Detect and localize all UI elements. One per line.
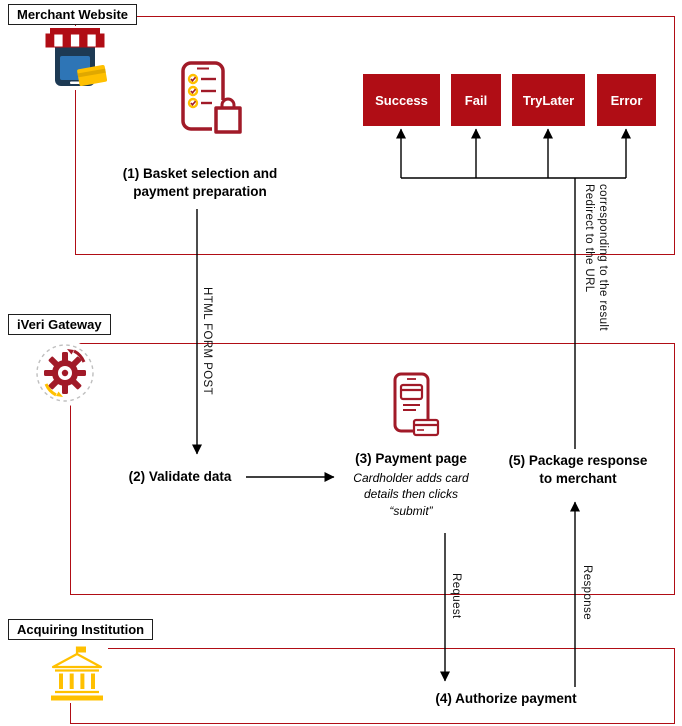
redirect-label: Redirect to the URL corresponding to the… (582, 184, 610, 331)
gear-icon (32, 340, 98, 406)
step4-authorize-payment: (4) Authorize payment (435, 691, 577, 706)
step3-payment-page: (3) Payment page Cardholder adds card de… (342, 450, 480, 520)
merchant-website-label: Merchant Website (8, 4, 138, 25)
step3-subtitle: Cardholder adds card details then clicks… (353, 470, 469, 519)
acquiring-institution-label: Acquiring Institution (8, 619, 154, 640)
response-label: Response (581, 565, 593, 620)
merchant-website-section (75, 16, 675, 255)
step2-validate-data: (2) Validate data (128, 469, 232, 484)
checkout-phone-icon (172, 60, 250, 140)
redirect-label-line1: Redirect to the URL (583, 184, 595, 293)
iveri-gateway-label: iVeri Gateway (8, 314, 111, 335)
step3-title: (3) Payment page (355, 451, 467, 466)
iveri-gateway-section (70, 343, 675, 595)
html-form-post-label: HTML FORM POST (201, 287, 213, 396)
result-box-error: Error (597, 74, 656, 126)
request-label: Request (450, 573, 462, 619)
redirect-spine (401, 177, 626, 449)
storefront-icon (40, 26, 110, 90)
result-box-fail: Fail (451, 74, 501, 126)
step5-package-response: (5) Package response to merchant (508, 453, 648, 486)
step1-basket-selection: (1) Basket selection and payment prepara… (122, 166, 278, 199)
bank-icon (46, 645, 108, 703)
result-box-trylater: TryLater (512, 74, 585, 126)
result-box-success: Success (363, 74, 440, 126)
redirect-label-line2: corresponding to the result (597, 184, 609, 331)
payment-phone-icon (386, 372, 440, 442)
